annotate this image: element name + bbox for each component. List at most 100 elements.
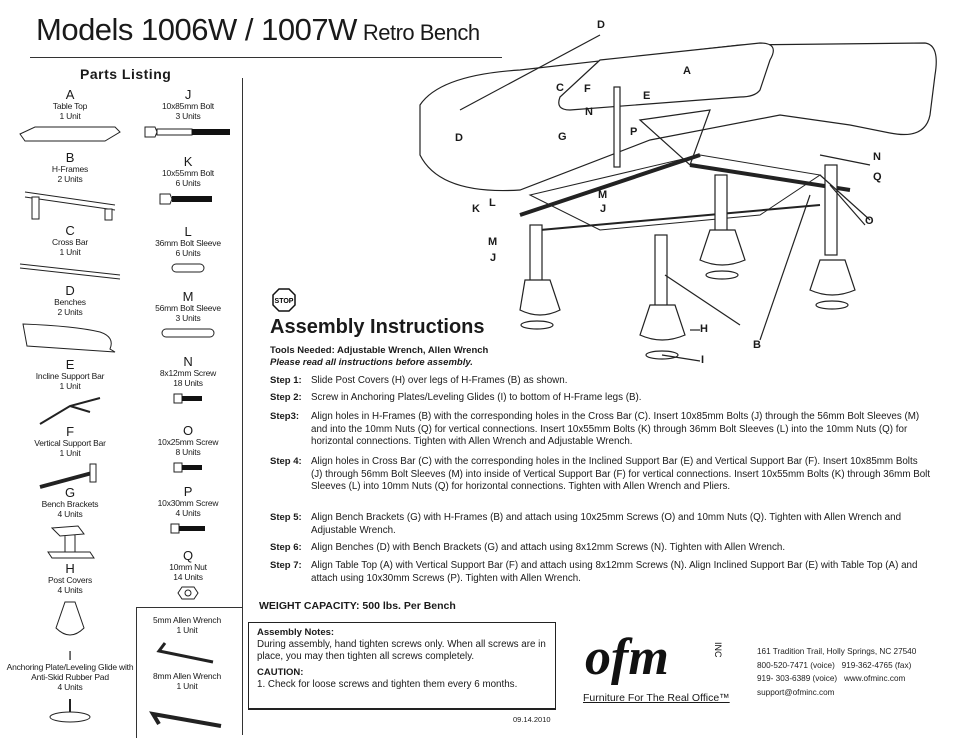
part-h: H Post Covers 4 Units [5,562,135,646]
part-p: P 10x30mm Screw 4 Units [123,485,253,535]
part-letter: I [68,648,72,663]
stop-sign-icon: STOP [272,288,296,312]
part-letter: H [65,561,75,576]
step-7: Step 7:Align Table Top (A) with Vertical… [270,560,940,585]
part-name: Benches [54,297,86,307]
step-text: Align Benches (D) with Bench Brackets (G… [311,542,786,553]
step-label: Step 4: [270,456,302,467]
part-name: 56mm Bolt Sleeve [155,303,221,313]
company-email[interactable]: support@ofminc.com [757,687,835,697]
phone-fax: 919-362-4765 (fax) [841,660,912,670]
part-h-illustration-icon [5,598,135,646]
step-3: Step3:Align holes in H-Frames (B) with t… [270,411,940,449]
part-p-illustration-icon [123,521,253,535]
svg-text:INC: INC [713,642,723,658]
assembly-illustration [419,34,937,362]
column-divider [242,78,243,735]
diagram-label-a: A [683,65,691,77]
part-letter: E [65,357,75,372]
part-name: Bench Brackets [41,499,99,509]
diagram-label-c: C [556,82,564,94]
phone-voice-2: 919- 303-6389 (voice) [757,674,838,683]
step-text: Align Bench Brackets (G) with H-Frames (… [311,512,902,536]
part-quantity: 14 Units [173,572,203,582]
diagram-label-d: D [597,19,605,31]
model-title: Models 1006W / 1007W [36,12,357,47]
part-q-illustration-icon [123,585,253,601]
part-name: Cross Bar [52,237,88,247]
part-letter: F [66,424,74,439]
part-letter: K [183,154,193,169]
part-quantity: 6 Units [175,178,201,188]
company-website[interactable]: www.ofminc.com [843,674,906,683]
diagram-label-o: O [865,215,874,227]
part-a-illustration-icon [5,124,135,144]
tools-needed: Tools Needed: Adjustable Wrench, Allen W… [270,345,489,356]
ofm-logo: ofm INC Furniture For The Real Office™ [583,628,743,710]
part-f-illustration-icon [5,461,135,491]
product-subtitle: Retro Bench [362,20,480,45]
read-instructions-note: Please read all instructions before asse… [270,357,473,368]
part-j-illustration-icon [123,124,253,140]
part-name: 36mm Bolt Sleeve [155,238,221,248]
diagram-label-p: P [630,126,638,138]
step-2: Step 2: Screw in Anchoring Plates/Levelin… [270,392,940,405]
part-k: K 10x55mm Bolt 6 Units [123,155,253,207]
diagram-label-n: N [873,151,881,163]
part-letter: G [65,485,75,500]
svg-text:STOP: STOP [275,298,294,305]
part-quantity: 1 Unit [59,111,81,121]
caution-text: 1. Check for loose screws and tighten th… [257,679,518,690]
company-tagline: Furniture For The Real Office™ [583,692,730,704]
part-d: D Benches 2 Units [5,284,135,354]
step-1: Step 1:Slide Post Covers (H) over legs o… [270,375,940,388]
diagram-label-e: E [643,90,651,102]
part-letter: B [65,150,75,165]
diagram-label-g: G [558,131,567,143]
svg-text:ofm: ofm [585,629,669,686]
notes-text: During assembly, hand tighten screws onl… [257,639,546,662]
diagram-label-q: Q [873,171,882,183]
part-a: A Table Top 1 Unit [5,88,135,144]
part-i: I Anchoring Plate/Leveling Glide with An… [5,649,135,725]
diagram-label-m: M [598,189,608,201]
company-address: 161 Tradition Trail, Holly Springs, NC 2… [757,647,917,656]
part-n: N 8x12mm Screw 18 Units [123,355,253,405]
part-o: O 10x25mm Screw 8 Units [123,424,253,474]
part-name: 10x25mm Screw [157,437,219,447]
part-c-illustration-icon [5,260,135,280]
step-text: Screw in Anchoring Plates/Leveling Glide… [311,392,642,403]
assembly-notes-box: Assembly Notes: During assembly, hand ti… [248,622,556,710]
part-c: C Cross Bar 1 Unit [5,224,135,280]
company-contact: 161 Tradition Trail, Holly Springs, NC 2… [757,645,916,699]
part-quantity: 1 Unit [59,448,81,458]
part-letter: D [65,283,75,298]
tool-quantity: 1 Unit [176,625,198,635]
caution-heading: CAUTION: [257,667,304,678]
part-n-illustration-icon [123,391,253,405]
document-date: 09.14.2010 [513,715,551,724]
part-quantity: 18 Units [173,378,203,388]
part-name: H-Frames [51,164,89,174]
step-label: Step 2: [270,392,302,403]
part-name: 8x12mm Screw [159,368,217,378]
tool-name: 8mm Allen Wrench [153,671,221,681]
part-e: E Incline Support Bar 1 Unit [5,358,135,428]
part-letter: N [183,354,193,369]
part-letter: O [183,423,193,438]
part-e-illustration-icon [5,394,135,428]
allen-wrench-icon [122,638,252,666]
part-j: J 10x85mm Bolt 3 Units [123,88,253,140]
part-letter: C [65,223,75,238]
part-b: B H-Frames 2 Units [5,151,135,221]
step-text: Align holes in Cross Bar (C) with the co… [311,456,931,492]
step-5: Step 5:Align Bench Brackets (G) with H-F… [270,512,940,537]
part-quantity: 3 Units [175,313,201,323]
step-4: Step 4: Align holes in Cross Bar (C) with… [270,456,940,494]
part-letter: A [65,87,75,102]
part-name: Incline Support Bar [35,371,105,381]
part-g: G Bench Brackets 4 Units [5,486,135,562]
part-quantity: 1 Unit [59,247,81,257]
part-letter: L [184,224,192,239]
part-name: 10x30mm Screw [157,498,219,508]
